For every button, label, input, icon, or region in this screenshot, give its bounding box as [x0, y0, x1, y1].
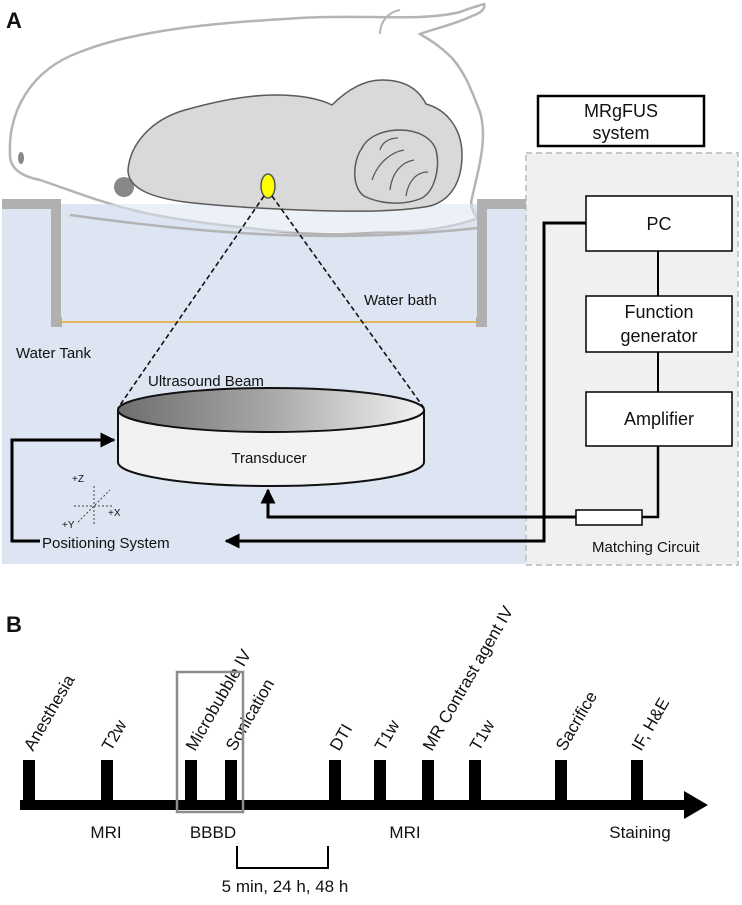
mrgfus-title-line1: MRgFUS [584, 101, 658, 121]
group-label-mri-1: MRI [90, 823, 121, 842]
positioning-system-label: Positioning System [42, 535, 170, 552]
timeline-tick [555, 760, 567, 804]
pc-to-positioning-wire [224, 221, 586, 549]
focal-spot [260, 173, 276, 199]
amplifier-box [585, 391, 733, 447]
panel-a-letter: A [6, 8, 22, 33]
timeline-event-label: DTI [326, 721, 356, 754]
amplifier-to-matching-wire [642, 446, 660, 519]
head-jaw-line [69, 213, 479, 238]
timeline-arrowhead [684, 791, 708, 819]
beam-edge-right [271, 195, 425, 409]
rat-head-top-curve [379, 9, 401, 35]
timeline-event-ticks [23, 760, 643, 804]
timeline-event-label: Anesthesia [20, 671, 79, 754]
transducer-label: Transducer [231, 450, 306, 467]
group-label-mri-2: MRI [389, 823, 420, 842]
function-generator-box [585, 295, 733, 353]
timeline-tick [631, 760, 643, 804]
amplifier-label: Amplifier [624, 409, 694, 429]
timeline-event-label: T1w [371, 716, 404, 754]
axis-z-label: +Z [72, 474, 84, 485]
group-label-bbbd: BBBD [190, 823, 236, 842]
cerebellum [354, 129, 439, 204]
axis-y-line [77, 489, 111, 523]
panel-b-letter: B [6, 612, 22, 637]
rat-nose [18, 152, 24, 164]
function-generator-label-line1: Function [624, 302, 693, 322]
timeline-tick [422, 760, 434, 804]
pc-label: PC [646, 214, 671, 234]
timeline-event-label: T2w [98, 716, 131, 754]
timeline-tick [374, 760, 386, 804]
matching-to-transducer-wire [260, 488, 576, 519]
group-label-staining: Staining [609, 823, 670, 842]
timeline-tick [329, 760, 341, 804]
axis-y-label: +Y [62, 520, 75, 531]
cerebellum-fold-3 [405, 171, 429, 197]
transducer-face [117, 387, 425, 433]
water-bath-label: Water bath [364, 292, 437, 309]
water-bath-left-wall [2, 199, 62, 327]
bbbd-highlight-box [175, 670, 245, 814]
water-tank [2, 204, 526, 564]
axis-x-label: +X [108, 508, 121, 519]
cerebellum-fold-1 [371, 149, 405, 181]
positioning-feedback-wire [10, 432, 116, 543]
water-bath-right-wall [476, 199, 526, 327]
timeline-event-label: T1w [466, 716, 499, 754]
timeline-tick [185, 760, 197, 804]
matching-circuit-label: Matching Circuit [592, 539, 700, 556]
timeline-tick [225, 760, 237, 804]
timeline-event-label: IF, H&E [628, 695, 673, 754]
cerebellum-fold-4 [379, 137, 399, 151]
rat-eye [114, 177, 134, 197]
matching-circuit-resistor [575, 509, 643, 526]
interval-label: 5 min, 24 h, 48 h [222, 877, 349, 896]
mrgfus-title-box [536, 94, 706, 148]
pc-box [585, 195, 733, 252]
timeline-event-label: Sacrifice [552, 688, 601, 754]
function-generator-label-line2: generator [620, 326, 697, 346]
timeline-tick [469, 760, 481, 804]
mrgfus-title-line2: system [592, 123, 649, 143]
cerebellum-fold-2 [389, 159, 415, 191]
interval-bracket [236, 846, 329, 869]
ultrasound-beam-label: Ultrasound Beam [148, 373, 264, 390]
timeline-tick [23, 760, 35, 804]
timeline-event-label: MR Contrast agent IV [419, 602, 518, 754]
beam-edge-left [117, 195, 265, 409]
water-tank-label: Water Tank [16, 345, 92, 362]
timeline-tick [101, 760, 113, 804]
